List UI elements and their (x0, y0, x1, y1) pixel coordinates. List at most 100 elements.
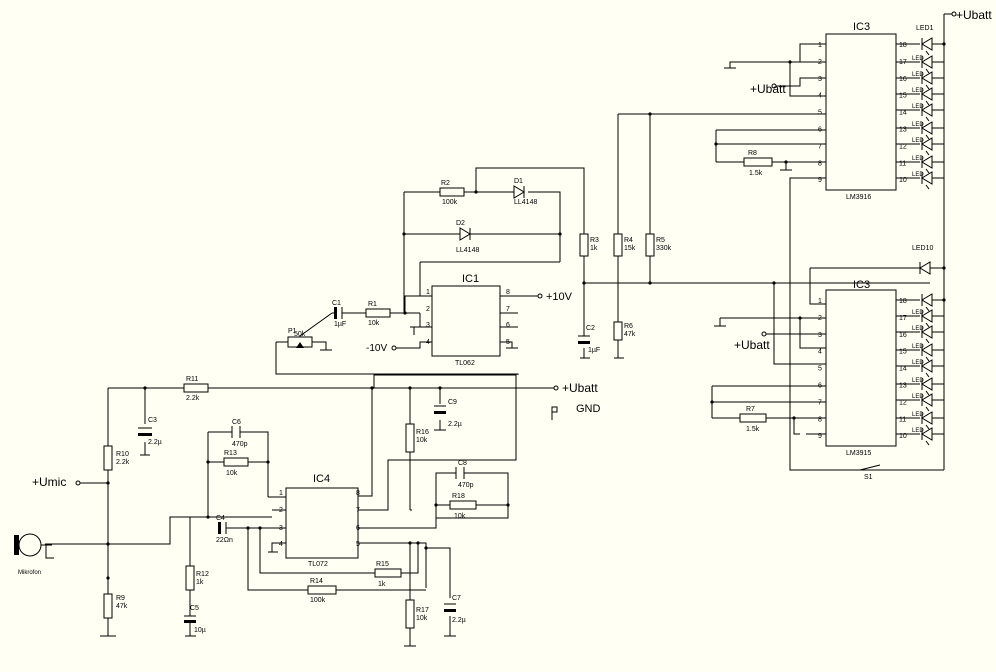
led-upper-label-2: LED (912, 56, 924, 62)
ic1-pin-8: 8 (506, 289, 510, 296)
ic3b-type: LM3915 (846, 450, 871, 457)
ic1-label: IC1 (462, 273, 479, 285)
led-lower-5: LED (912, 359, 944, 378)
led-lower-label-2: LED (912, 310, 924, 316)
led-lower-2: LED (912, 309, 944, 328)
resistor-r8 (743, 157, 773, 167)
led-upper-3: LED (912, 71, 944, 90)
resistor-r5 (645, 233, 655, 257)
led-upper-label-7: LED (912, 138, 924, 144)
ic3b-pin-18: 18 (899, 298, 907, 305)
ic3b-pin-14: 14 (899, 366, 907, 373)
ic3b-pin-4: 4 (818, 349, 822, 356)
c7-name: C7 (452, 595, 461, 602)
r16-value: 10k (416, 437, 428, 444)
led-lower-8: LED (912, 411, 944, 430)
led-lower-label-4: LED (912, 344, 924, 350)
c5-name: C5 (190, 605, 199, 612)
led10-label: LED10 (912, 245, 934, 252)
resistor-r7 (739, 413, 767, 423)
r11-value: 2.2k (186, 395, 200, 402)
ic1-tl062: IC1 TL062 1 2 3 4 8 7 6 5 (426, 273, 510, 367)
led-lower-1 (921, 293, 944, 312)
ic3b-pin-10: 10 (899, 433, 907, 440)
r4-name: R4 (624, 237, 633, 244)
ic4-label: IC4 (313, 473, 330, 485)
d2-value: LL4148 (456, 247, 479, 254)
ic3b-pin-5: 5 (818, 366, 822, 373)
r10-name: R10 (116, 451, 129, 458)
ic4-type: TL072 (308, 561, 328, 568)
r3-name: R3 (590, 237, 599, 244)
ic3a-pin-6: 6 (818, 127, 822, 134)
r11-name: R11 (186, 376, 198, 383)
r2-name: R2 (441, 180, 450, 187)
resistor-r9 (103, 593, 113, 619)
ic1-type: TL062 (455, 360, 475, 367)
led-upper-label-8: LED (912, 156, 924, 162)
r17-name: R17 (416, 607, 429, 614)
ic3-lm3915: IC3 LM3915 (825, 279, 897, 457)
capacitor-c1 (334, 307, 337, 319)
ic3a-pin-7: 7 (818, 143, 822, 150)
r18-value: 10k (454, 513, 466, 520)
p1-name: P1 (288, 328, 297, 335)
ic3b-pin-8: 8 (818, 416, 822, 423)
ic3b-label: IC3 (853, 279, 870, 291)
r13-value: 10k (226, 470, 238, 477)
ic3a-pin-11: 11 (899, 160, 906, 167)
ic3b-pin-9: 9 (818, 433, 822, 440)
ic1-pin-3: 3 (426, 322, 430, 329)
ic3b-pin-17: 17 (899, 315, 907, 322)
r14-name: R14 (310, 578, 323, 585)
led-upper-5: LED (912, 103, 944, 122)
led-lower-7: LED (912, 393, 944, 412)
r7-name: R7 (746, 406, 755, 413)
c9-name: C9 (448, 399, 457, 406)
r14-value: 100k (310, 597, 326, 604)
led10-symbol (919, 261, 931, 275)
ic3a-pin-1: 1 (818, 42, 822, 49)
r5-name: R5 (656, 237, 665, 244)
ic3b-pin-6: 6 (818, 383, 822, 390)
ic3a-label: IC3 (853, 21, 870, 33)
ic3a-pin-8: 8 (818, 160, 822, 167)
resistor-r3 (579, 233, 589, 257)
minus10v-label: -10V (366, 343, 387, 354)
led-lower-label-8: LED (912, 412, 924, 418)
c7-value: 2.2µ (452, 617, 466, 624)
led-upper-1 (921, 37, 944, 56)
ic1-pin-4: 4 (426, 339, 430, 346)
ic4-pin-3: 3 (279, 525, 283, 532)
r9-name: R9 (116, 595, 125, 602)
resistor-r14 (307, 585, 337, 595)
ic3b-pin-1: 1 (818, 298, 822, 305)
c2-value: 1µF (588, 347, 600, 354)
r15-value: 1k (378, 581, 386, 588)
ic3a-pin-10: 10 (899, 177, 907, 184)
microphone: Mikrofon (14, 533, 42, 576)
r7-value: 1.5k (746, 426, 760, 433)
resistor-r17 (405, 599, 415, 629)
r9-value: 47k (116, 603, 128, 610)
ic4-pin-8: 8 (356, 490, 360, 497)
ubatt-label-top: +Ubatt (956, 8, 992, 22)
ic4-pin-5: 5 (356, 541, 360, 548)
led-lower-label-9: LED (912, 428, 924, 434)
r12-value: 1k (196, 579, 204, 586)
led-lower-label-5: LED (912, 360, 924, 366)
ic3a-pin-13: 13 (899, 127, 907, 134)
ic3b-pin-11: 11 (899, 416, 906, 423)
led-upper-label-6: LED (912, 122, 924, 128)
ic3a-pin-16: 16 (899, 76, 907, 83)
ic3a-pin-12: 12 (899, 143, 907, 150)
ic3a-pin-15: 15 (899, 93, 907, 100)
resistors-vertical: R10 2.2k R9 47k R12 1k R16 10k R17 10k R… (103, 233, 672, 629)
capacitor-c4 (218, 522, 221, 534)
r17-value: 10k (416, 615, 428, 622)
r18-name: R18 (452, 493, 465, 500)
resistor-r4 (613, 233, 623, 257)
ic3a-pin-14: 14 (899, 110, 907, 117)
